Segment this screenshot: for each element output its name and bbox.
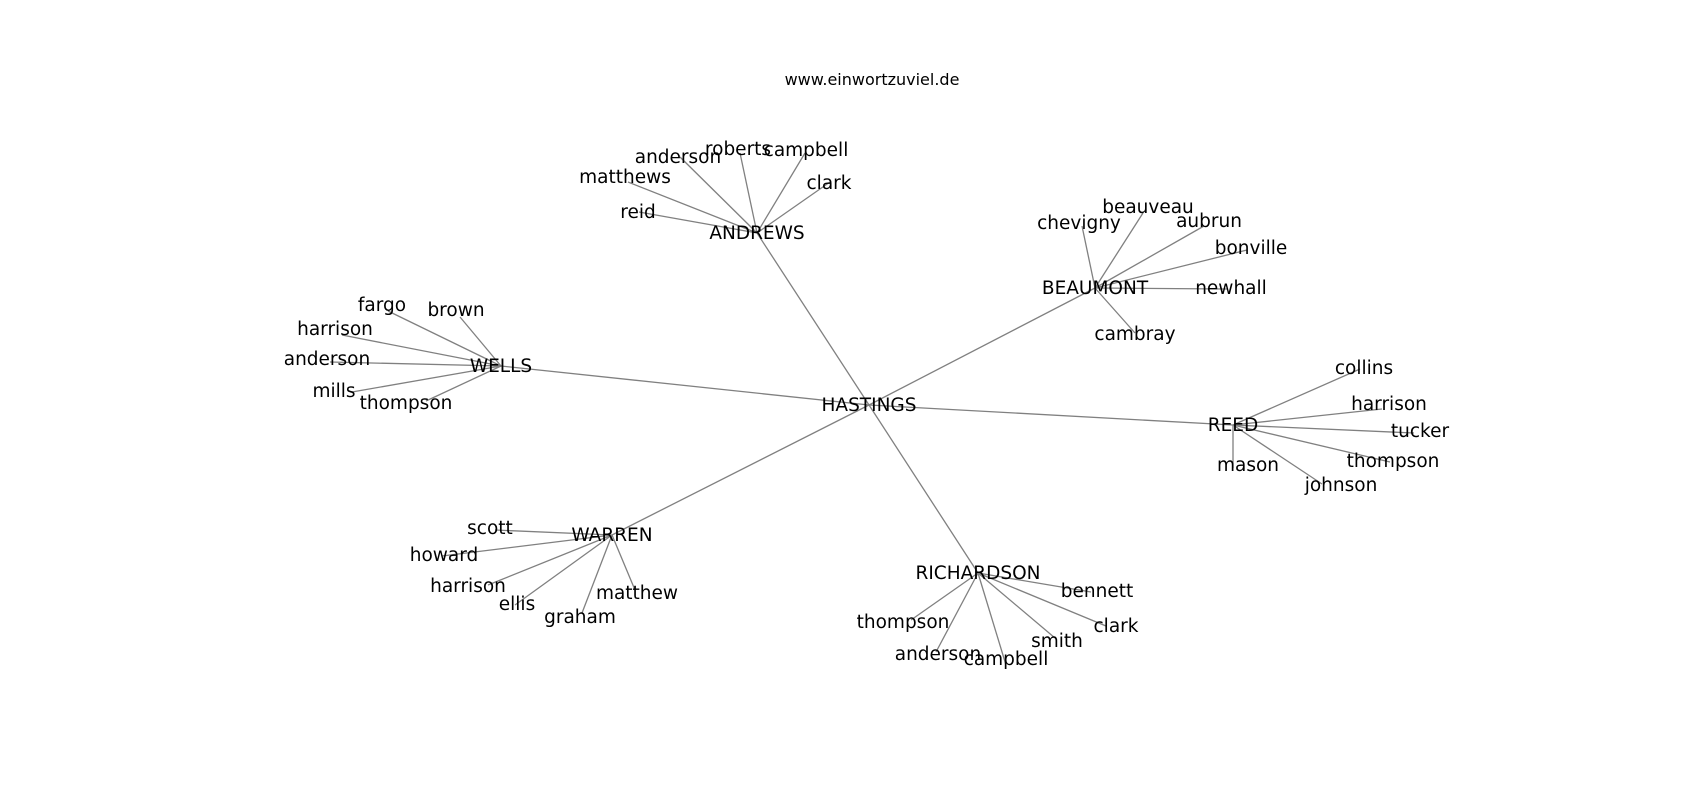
leaf-node-label-beaumont-cambray: cambray bbox=[1094, 324, 1175, 345]
edge-warren-to-harrison bbox=[487, 534, 613, 586]
edge-wells-to-fargo bbox=[387, 310, 502, 367]
leaf-node-label-wells-harrison: harrison bbox=[297, 319, 373, 340]
edge-richardson-to-smith bbox=[977, 572, 1056, 639]
leaf-node-label-andrews-roberts: roberts bbox=[705, 139, 771, 160]
leaf-node-label-warren-harrison: harrison bbox=[430, 576, 506, 597]
leaf-node-label-beaumont-aubrun: aubrun bbox=[1176, 211, 1242, 232]
edge-wells-to-mills bbox=[351, 365, 502, 393]
leaf-node-label-andrews-clark: clark bbox=[807, 173, 852, 194]
leaf-node-label-richardson-smith: smith bbox=[1031, 631, 1083, 652]
edge-beaumont-to-aubrun bbox=[1094, 225, 1205, 289]
leaf-node-label-andrews-anderson: anderson bbox=[635, 147, 721, 168]
leaf-node-label-andrews-reid: reid bbox=[620, 202, 655, 223]
leaf-node-label-wells-thompson: thompson bbox=[360, 393, 453, 414]
edge-andrews-to-matthews bbox=[627, 181, 758, 234]
edge-layer bbox=[329, 152, 1415, 666]
leaf-node-label-beaumont-newhall: newhall bbox=[1195, 278, 1267, 299]
leaf-node-label-richardson-campbell: campbell bbox=[964, 649, 1049, 670]
edge-root-to-wells bbox=[500, 365, 870, 406]
leaf-node-label-warren-graham: graham bbox=[544, 607, 616, 628]
hub-node-label-beaumont: BEAUMONT bbox=[1042, 278, 1149, 299]
leaf-node-label-beaumont-bonville: bonville bbox=[1215, 238, 1288, 259]
edge-richardson-to-campbell bbox=[977, 572, 1007, 666]
edge-andrews-to-reid bbox=[638, 211, 758, 234]
edge-warren-to-howard bbox=[441, 534, 613, 557]
edge-root-to-reed bbox=[868, 404, 1234, 426]
leaf-node-label-richardson-bennett: bennett bbox=[1061, 581, 1133, 602]
leaf-node-label-warren-scott: scott bbox=[467, 518, 513, 539]
edge-andrews-to-roberts bbox=[739, 152, 758, 234]
edge-richardson-to-anderson bbox=[935, 572, 979, 653]
hub-node-label-richardson: RICHARDSON bbox=[915, 563, 1040, 584]
leaf-node-label-richardson-thompson: thompson bbox=[857, 612, 950, 633]
edge-root-to-warren bbox=[611, 404, 870, 536]
edge-beaumont-to-cambray bbox=[1094, 287, 1136, 334]
edge-beaumont-to-bonville bbox=[1094, 249, 1248, 289]
leaf-node-label-reed-tucker: tucker bbox=[1391, 421, 1450, 442]
edge-reed-to-thompson bbox=[1232, 424, 1391, 463]
edge-richardson-to-thompson bbox=[910, 572, 979, 621]
edge-reed-to-johnson bbox=[1232, 424, 1323, 485]
edge-warren-to-matthew bbox=[611, 534, 636, 591]
leaf-node-label-warren-howard: howard bbox=[410, 545, 479, 566]
hub-node-label-warren: WARREN bbox=[571, 525, 652, 546]
hub-node-label-reed: REED bbox=[1208, 415, 1258, 436]
leaf-node-label-reed-harrison: harrison bbox=[1351, 394, 1427, 415]
edge-andrews-to-anderson bbox=[679, 156, 758, 234]
leaf-node-label-richardson-anderson: anderson bbox=[895, 644, 981, 665]
label-layer: HASTINGSANDREWSreidmatthewsandersonrober… bbox=[284, 139, 1450, 670]
edge-reed-to-harrison bbox=[1232, 408, 1383, 426]
leaf-node-label-warren-matthew: matthew bbox=[596, 583, 678, 604]
leaf-node-label-wells-brown: brown bbox=[427, 300, 484, 321]
hub-node-label-wells: WELLS bbox=[470, 356, 532, 377]
edge-beaumont-to-newhall bbox=[1094, 287, 1228, 290]
edge-warren-to-scott bbox=[494, 529, 613, 536]
leaf-node-label-wells-mills: mills bbox=[312, 381, 355, 402]
edge-warren-to-ellis bbox=[514, 534, 613, 606]
edge-root-to-richardson bbox=[868, 404, 979, 574]
edge-warren-to-graham bbox=[581, 534, 613, 614]
edge-root-to-beaumont bbox=[868, 287, 1096, 406]
leaf-node-label-wells-anderson: anderson bbox=[284, 349, 370, 370]
edge-root-to-andrews bbox=[756, 232, 870, 406]
leaf-node-label-andrews-matthews: matthews bbox=[579, 167, 671, 188]
edge-wells-to-thompson bbox=[425, 365, 502, 402]
leaf-node-label-andrews-campbell: campbell bbox=[764, 140, 849, 161]
hub-node-label-andrews: ANDREWS bbox=[709, 223, 804, 244]
leaf-node-label-reed-collins: collins bbox=[1335, 358, 1393, 379]
leaf-node-label-reed-johnson: johnson bbox=[1304, 475, 1378, 496]
edge-reed-to-tucker bbox=[1232, 424, 1415, 434]
leaf-node-label-beaumont-chevigny: chevigny bbox=[1037, 213, 1121, 234]
edge-wells-to-harrison bbox=[341, 334, 502, 367]
leaf-node-label-beaumont-beauveau: beauveau bbox=[1102, 197, 1194, 218]
root-node-label: HASTINGS bbox=[822, 395, 917, 416]
leaf-node-label-reed-mason: mason bbox=[1217, 455, 1279, 476]
edge-beaumont-to-chevigny bbox=[1081, 225, 1096, 289]
edge-wells-to-anderson bbox=[329, 361, 502, 367]
edge-wells-to-brown bbox=[459, 316, 502, 367]
edge-richardson-to-clark bbox=[977, 572, 1107, 627]
edge-beaumont-to-beauveau bbox=[1094, 212, 1144, 289]
leaf-node-label-richardson-clark: clark bbox=[1094, 616, 1139, 637]
leaf-node-label-wells-fargo: fargo bbox=[358, 295, 406, 316]
edge-richardson-to-bennett bbox=[977, 572, 1092, 593]
edge-andrews-to-campbell bbox=[756, 152, 806, 234]
leaf-node-label-reed-thompson: thompson bbox=[1347, 451, 1440, 472]
site-url-header: www.einwortzuviel.de bbox=[784, 70, 960, 89]
leaf-node-label-warren-ellis: ellis bbox=[499, 594, 535, 615]
edge-andrews-to-clark bbox=[756, 181, 831, 234]
edge-reed-to-collins bbox=[1232, 368, 1361, 426]
